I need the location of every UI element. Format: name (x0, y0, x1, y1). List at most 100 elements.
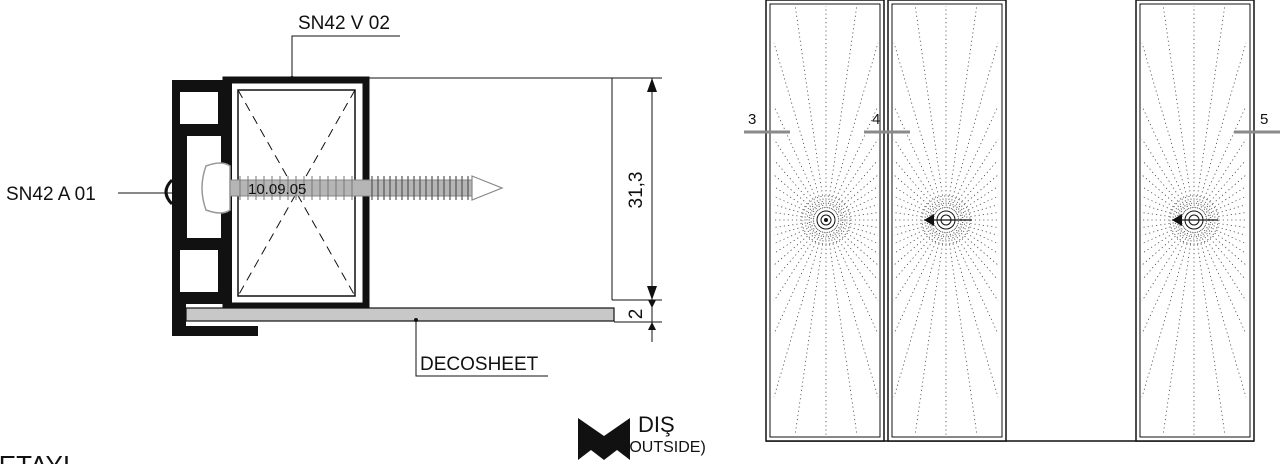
side-profile-clip-top (180, 124, 230, 136)
screw: 10.09.05 (201, 162, 504, 214)
decosheet (185, 307, 615, 322)
grain-ray (893, 229, 940, 302)
section-ref-5: 5 (1234, 111, 1280, 134)
grain-ray (773, 138, 820, 211)
grain-ray (893, 174, 938, 213)
grain-ray (893, 204, 935, 218)
screw-head (201, 162, 231, 214)
grain-ray (957, 212, 999, 219)
dimension-sheet-value: 2 (626, 309, 647, 320)
grain-ray (773, 221, 815, 228)
grain-ray (957, 222, 999, 236)
leader-top-profile (290, 35, 400, 80)
grain-ray (947, 5, 978, 209)
grain-rays (1141, 5, 1247, 436)
grain-ray (914, 5, 945, 209)
grain-ray (1162, 231, 1193, 436)
grain-ray (953, 228, 999, 281)
screw-part-number: 10.09.05 (248, 181, 306, 198)
grain-ray (948, 231, 999, 398)
grain-ray (773, 228, 819, 281)
grain-ray (837, 204, 879, 218)
outside-arrow-icon (578, 418, 630, 460)
grain-ray (1141, 221, 1183, 228)
grain-ray (827, 5, 858, 209)
grain-ray (893, 159, 939, 212)
grain-ray (832, 229, 879, 302)
grain-ray (1141, 222, 1183, 236)
grain-ray (837, 221, 879, 228)
cross-line-b (237, 89, 356, 297)
section-ref-3: 3 (744, 111, 790, 134)
grain-ray (773, 227, 818, 266)
section-ref-4: 4 (864, 111, 910, 134)
section-detail: 10.09.05 SN42 V 02 SN42 A 01 DECOSHEET 3… (0, 13, 706, 464)
grain-ray (773, 159, 819, 212)
svg-text:5: 5 (1260, 111, 1268, 128)
grain-ray (1141, 228, 1187, 281)
svg-text:4: 4 (872, 111, 880, 128)
grain-ray (794, 5, 825, 209)
grain-ray (1202, 174, 1247, 213)
grain-ray (1195, 231, 1226, 436)
grain-ray (773, 229, 820, 302)
grain-ray (1201, 228, 1247, 281)
grain-ray (794, 231, 825, 436)
screw-thread (371, 176, 469, 200)
grain-ray (828, 42, 879, 209)
grain-ray (893, 42, 944, 209)
grain-ray (893, 212, 935, 219)
grain-ray (1141, 138, 1188, 211)
grain-ring (810, 204, 842, 236)
grain-ray (1205, 204, 1247, 218)
grain-ray (893, 138, 940, 211)
grain-ray (833, 228, 879, 281)
grain-ray (1196, 231, 1247, 398)
grain-ray (1141, 231, 1192, 398)
dimension-height (612, 78, 662, 301)
grain-ray (1200, 138, 1247, 211)
grain-ray (947, 231, 978, 436)
grain-ray (952, 229, 999, 302)
grain-ray (893, 221, 935, 228)
label-top-profile: SN42 V 02 (298, 13, 390, 34)
grain-ray (833, 159, 879, 212)
grain-ray (837, 222, 879, 236)
dimension-height-value: 31,3 (626, 172, 647, 209)
grain-ray (1205, 221, 1247, 228)
grain-ray (1200, 229, 1247, 302)
grain-ray (948, 42, 999, 209)
grain-ray (773, 204, 815, 218)
panel-1 (765, 0, 885, 442)
grain-ring (806, 200, 846, 240)
cross-line-a (237, 89, 356, 297)
orientation-sublabel: (OUTSIDE) (624, 439, 706, 456)
grain-rays (773, 5, 879, 436)
grain-ray (832, 138, 879, 211)
grain-ray (827, 231, 858, 436)
grain-ray (1195, 5, 1226, 209)
label-side-profile: SN42 A 01 (6, 184, 96, 205)
svg-text:3: 3 (748, 111, 756, 128)
dimension-sheet (614, 300, 662, 342)
grain-ray (954, 227, 999, 266)
panel-3 (1135, 0, 1255, 442)
grain-ray (1201, 159, 1247, 212)
grain-ray (1141, 159, 1187, 212)
grain-ray (893, 231, 944, 398)
grain-ray (893, 222, 935, 236)
bottom-profile-hook (172, 296, 258, 336)
grain-ring (801, 195, 851, 245)
side-profile-lip (164, 178, 174, 206)
screw-thread-body (239, 176, 353, 200)
grain-ray (1141, 212, 1183, 219)
grain-ray (953, 159, 999, 212)
panel-elevations: 3 4 5 (744, 0, 1280, 442)
grain-ray (1202, 227, 1247, 266)
grain-ray (1196, 42, 1247, 209)
orientation-label: DIŞ (638, 412, 675, 437)
grain-ray (1205, 222, 1247, 236)
grain-ray (1141, 174, 1186, 213)
panel-2 (887, 0, 1007, 442)
